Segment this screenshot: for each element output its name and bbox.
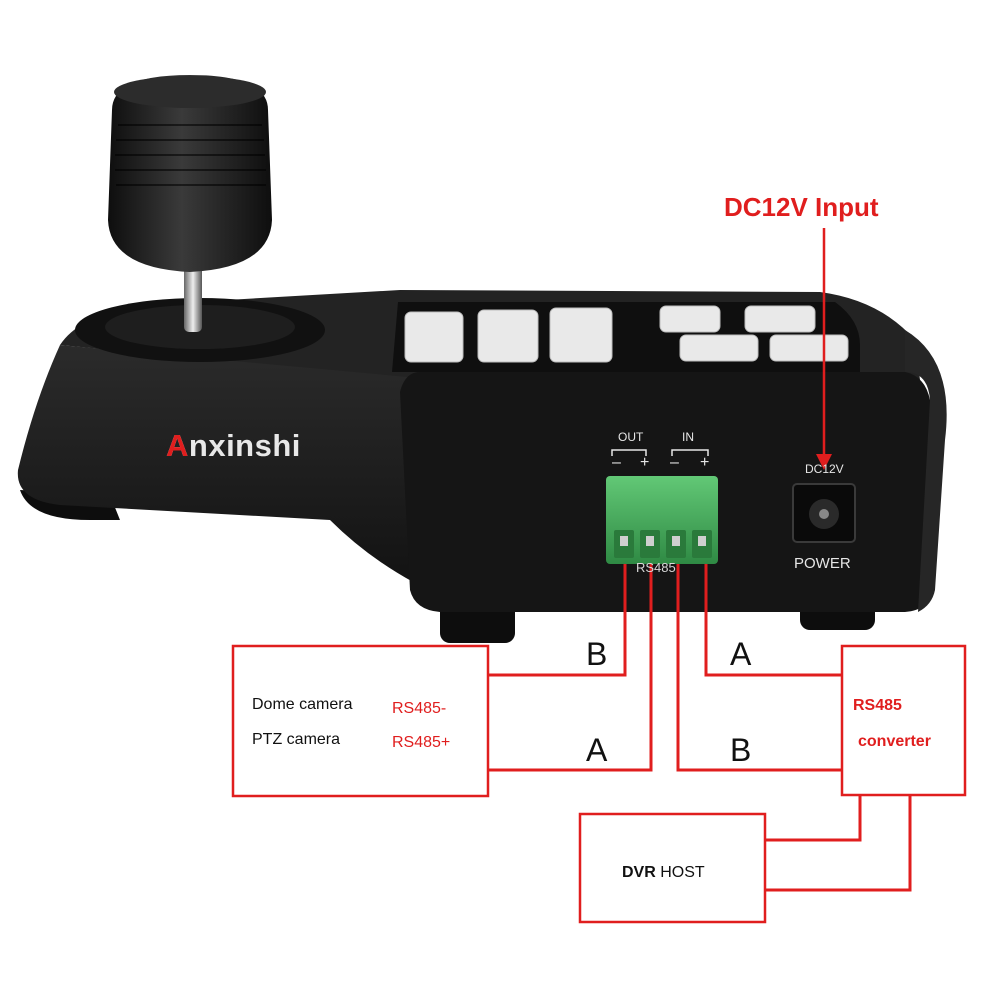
terminal-screw xyxy=(698,536,706,546)
wire-letter-out-minus: B xyxy=(586,636,608,672)
terminal-screw xyxy=(672,536,680,546)
key[interactable] xyxy=(549,307,613,363)
port-out-label: OUT xyxy=(618,430,644,444)
key[interactable] xyxy=(679,334,759,362)
device-right-edge xyxy=(905,330,947,612)
out-plus-label: + xyxy=(640,454,650,471)
converter-line2: converter xyxy=(858,733,931,750)
dvr-label-bold: DVR xyxy=(622,864,656,881)
in-plus-label: + xyxy=(700,454,710,471)
power-rating-label: DC12V xyxy=(805,462,844,476)
wire-converter-dvr-1 xyxy=(765,795,862,842)
key[interactable] xyxy=(659,305,721,333)
in-minus-label: – xyxy=(670,454,679,471)
camera-box xyxy=(231,644,490,798)
port-in-label: IN xyxy=(682,430,694,444)
key[interactable] xyxy=(744,305,816,333)
brand-logo: Anxinshi xyxy=(166,428,301,463)
converter-box xyxy=(840,644,967,797)
camera-line1-name: Dome camera xyxy=(252,696,353,713)
key[interactable] xyxy=(769,334,849,362)
dvr-label: DVR HOST xyxy=(622,864,705,882)
in-bracket xyxy=(671,449,709,456)
wire-converter-dvr-2 xyxy=(765,795,912,892)
wire-out-plus xyxy=(488,564,653,772)
wire-letter-out-plus: A xyxy=(586,732,608,768)
keypad[interactable] xyxy=(404,305,849,363)
brand-logo-accent: Anxinshi xyxy=(166,428,190,463)
key[interactable] xyxy=(404,311,464,363)
power-input-title: DC12V Input xyxy=(724,192,879,222)
dc-jack-pin xyxy=(819,509,829,519)
power-arrow-head xyxy=(816,454,832,470)
terminal-label: RS485 xyxy=(636,560,676,575)
wire-in-minus xyxy=(676,564,842,772)
wire-letter-in-plus: A xyxy=(730,636,752,672)
out-bracket xyxy=(611,449,647,456)
wire-letter-in-minus: B xyxy=(730,732,752,768)
camera-line1-signal: RS485- xyxy=(392,700,447,717)
wire-out-minus xyxy=(488,564,627,677)
joystick-knob-top xyxy=(114,76,266,108)
device-side xyxy=(17,345,450,600)
camera-line2-signal: RS485+ xyxy=(392,734,451,751)
terminal-screw xyxy=(620,536,628,546)
terminal-screw xyxy=(646,536,654,546)
out-minus-label: – xyxy=(612,454,621,471)
dvr-box xyxy=(578,812,767,924)
dvr-label-rest: HOST xyxy=(660,864,705,881)
converter-line1: RS485 xyxy=(853,697,902,714)
key[interactable] xyxy=(477,309,539,363)
power-label: POWER xyxy=(794,555,851,572)
camera-line2-name: PTZ camera xyxy=(252,731,341,748)
wire-in-plus xyxy=(704,564,842,677)
